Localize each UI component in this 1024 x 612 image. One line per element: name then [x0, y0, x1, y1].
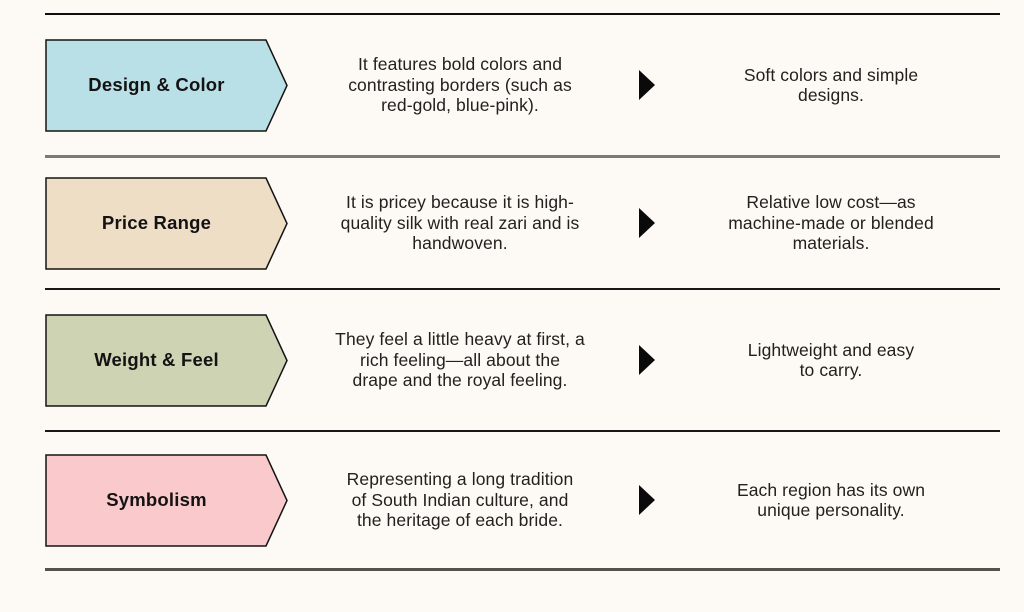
left-description: It features bold colors and contrasting …: [348, 54, 572, 116]
left-description: It is pricey because it is high- quality…: [340, 192, 580, 254]
right-description: Soft colors and simple designs.: [743, 64, 919, 106]
row-label: Price Range: [101, 212, 212, 233]
label-cell: Price Range: [45, 176, 288, 270]
right-description-cell: Each region has its own unique personali…: [662, 480, 1000, 521]
divider-bottom: [45, 568, 1000, 571]
row-label: Weight & Feel: [94, 349, 219, 370]
row-design-color: Design & Color It features bold colors a…: [45, 15, 1000, 155]
left-description-cell: They feel a little heavy at first, a ric…: [288, 329, 632, 391]
arrow-cell: [632, 485, 662, 515]
right-triangle-icon: [639, 208, 655, 238]
arrow-cell: [632, 70, 662, 100]
row-label-shape: Weight & Feel: [45, 313, 288, 407]
arrow-cell: [632, 345, 662, 375]
right-description: Relative low cost—as machine-made or ble…: [728, 192, 934, 254]
pentagon-arrow-shape: [45, 38, 288, 132]
arrow-cell: [632, 208, 662, 238]
left-description-cell: It is pricey because it is high- quality…: [288, 192, 632, 254]
row-symbolism: Symbolism Representing a long tradition …: [45, 432, 1000, 568]
row-label: Symbolism: [106, 489, 207, 510]
diagram-sheet: Design & Color It features bold colors a…: [45, 13, 1000, 571]
right-triangle-icon: [639, 485, 655, 515]
left-description-cell: It features bold colors and contrasting …: [288, 54, 632, 116]
pentagon-arrow-shape: [45, 313, 288, 407]
divider-top: [45, 13, 1000, 15]
divider: [45, 155, 1000, 158]
row-label-shape: Symbolism: [45, 453, 288, 547]
divider: [45, 288, 1000, 290]
pentagon-arrow-shape: [45, 176, 288, 270]
pentagon-arrow-shape: [45, 453, 288, 547]
right-description: Lightweight and easy to carry.: [747, 339, 915, 381]
right-description-cell: Soft colors and simple designs.: [662, 65, 1000, 106]
label-cell: Symbolism: [45, 453, 288, 547]
label-cell: Design & Color: [45, 38, 288, 132]
right-triangle-icon: [639, 345, 655, 375]
right-description-cell: Lightweight and easy to carry.: [662, 340, 1000, 381]
left-description: Representing a long tradition of South I…: [346, 469, 574, 531]
row-weight-feel: Weight & Feel They feel a little heavy a…: [45, 290, 1000, 430]
row-label-shape: Design & Color: [45, 38, 288, 132]
right-description-cell: Relative low cost—as machine-made or ble…: [662, 192, 1000, 254]
row-label: Design & Color: [88, 74, 225, 95]
right-triangle-icon: [639, 70, 655, 100]
row-label-shape: Price Range: [45, 176, 288, 270]
label-cell: Weight & Feel: [45, 313, 288, 407]
right-description: Each region has its own unique personali…: [736, 479, 926, 521]
left-description: They feel a little heavy at first, a ric…: [335, 329, 585, 391]
row-price-range: Price Range It is pricey because it is h…: [45, 158, 1000, 288]
left-description-cell: Representing a long tradition of South I…: [288, 469, 632, 531]
divider: [45, 430, 1000, 432]
